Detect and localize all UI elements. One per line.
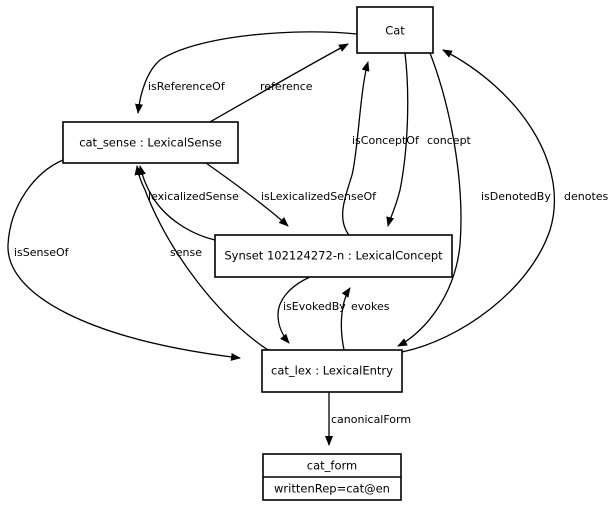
edge-concept-line: [386, 52, 409, 227]
edge-isReferenceOf-label: isReferenceOf: [148, 80, 226, 93]
edge-isDenotedBy-label: isDenotedBy: [481, 190, 551, 203]
edge-denotes-label: denotes: [564, 190, 609, 203]
node-synset-box[interactable]: [214, 234, 453, 278]
edge-isConceptOf-line: [342, 61, 370, 236]
edge-isReferenceOf-line: [135, 31, 358, 114]
edge-concept-label: concept: [427, 134, 472, 147]
edge-concept: concept: [386, 52, 472, 227]
edge-isLexicalizedSenseOf-label: isLexicalizedSenseOf: [261, 190, 377, 203]
edge-sense: sense: [134, 165, 269, 351]
node-cat-lex-box[interactable]: [261, 349, 403, 393]
edge-evokes: evokes: [340, 287, 390, 351]
node-cat-form-label: cat_form: [307, 459, 357, 473]
edge-isReferenceOf: isReferenceOf: [135, 31, 358, 114]
edge-sense-label: sense: [170, 246, 202, 259]
node-cat-sense-box[interactable]: [62, 121, 239, 164]
edge-lexicalizedSense: lexicalizedSense: [138, 165, 239, 241]
edge-isSenseOf-label: isSenseOf: [14, 246, 70, 259]
edge-isDenotedBy-line: [397, 52, 462, 347]
edge-layer: isReferenceOf reference isConceptOf conc…: [7, 31, 609, 446]
edge-reference-label: reference: [260, 80, 313, 93]
node-cat-box[interactable]: [356, 6, 434, 54]
edge-denotes-line: [401, 49, 555, 353]
node-synset-label: Synset 102124272-n : LexicalConcept: [224, 249, 443, 263]
edge-denotes: denotes: [401, 49, 609, 353]
edge-evokes-label: evokes: [351, 300, 390, 313]
node-cat-form-attribute: writtenRep=cat@en: [274, 482, 390, 496]
node-cat-form[interactable]: cat_form writtenRep=cat@en: [262, 453, 402, 501]
edge-isConceptOf-label: isConceptOf: [352, 134, 420, 147]
edge-isSenseOf: isSenseOf: [7, 159, 241, 361]
node-cat-sense-label: cat_sense : LexicalSense: [79, 136, 222, 150]
edge-reference-line: [209, 43, 349, 123]
edge-isSenseOf-line: [7, 159, 241, 361]
edge-isConceptOf: isConceptOf: [342, 61, 420, 236]
node-cat-label: Cat: [385, 24, 405, 38]
edge-isLexicalizedSenseOf-line: [205, 162, 289, 227]
edge-canonicalForm: canonicalForm: [325, 392, 411, 446]
edge-lexicalizedSense-line: [138, 165, 216, 241]
node-synset[interactable]: Synset 102124272-n : LexicalConcept: [214, 234, 453, 278]
edge-lexicalizedSense-label: lexicalizedSense: [148, 190, 239, 203]
node-cat-sense[interactable]: cat_sense : LexicalSense: [62, 121, 239, 164]
edge-sense-line: [134, 165, 269, 351]
edge-isDenotedBy: isDenotedBy: [397, 52, 551, 347]
node-layer: Cat cat_sense : LexicalSense Synset 1021…: [62, 6, 453, 501]
node-cat[interactable]: Cat: [356, 6, 434, 54]
edge-canonicalForm-label: canonicalForm: [331, 413, 411, 426]
edge-isEvokedBy: isEvokedBy: [277, 276, 346, 344]
edge-isEvokedBy-line: [277, 276, 311, 344]
edge-isLexicalizedSenseOf: isLexicalizedSenseOf: [205, 162, 377, 227]
edge-evokes-line: [340, 287, 351, 351]
edge-isEvokedBy-label: isEvokedBy: [283, 300, 346, 313]
edge-reference: reference: [209, 43, 349, 123]
node-cat-lex[interactable]: cat_lex : LexicalEntry: [261, 349, 403, 393]
node-cat-lex-label: cat_lex : LexicalEntry: [271, 364, 393, 378]
